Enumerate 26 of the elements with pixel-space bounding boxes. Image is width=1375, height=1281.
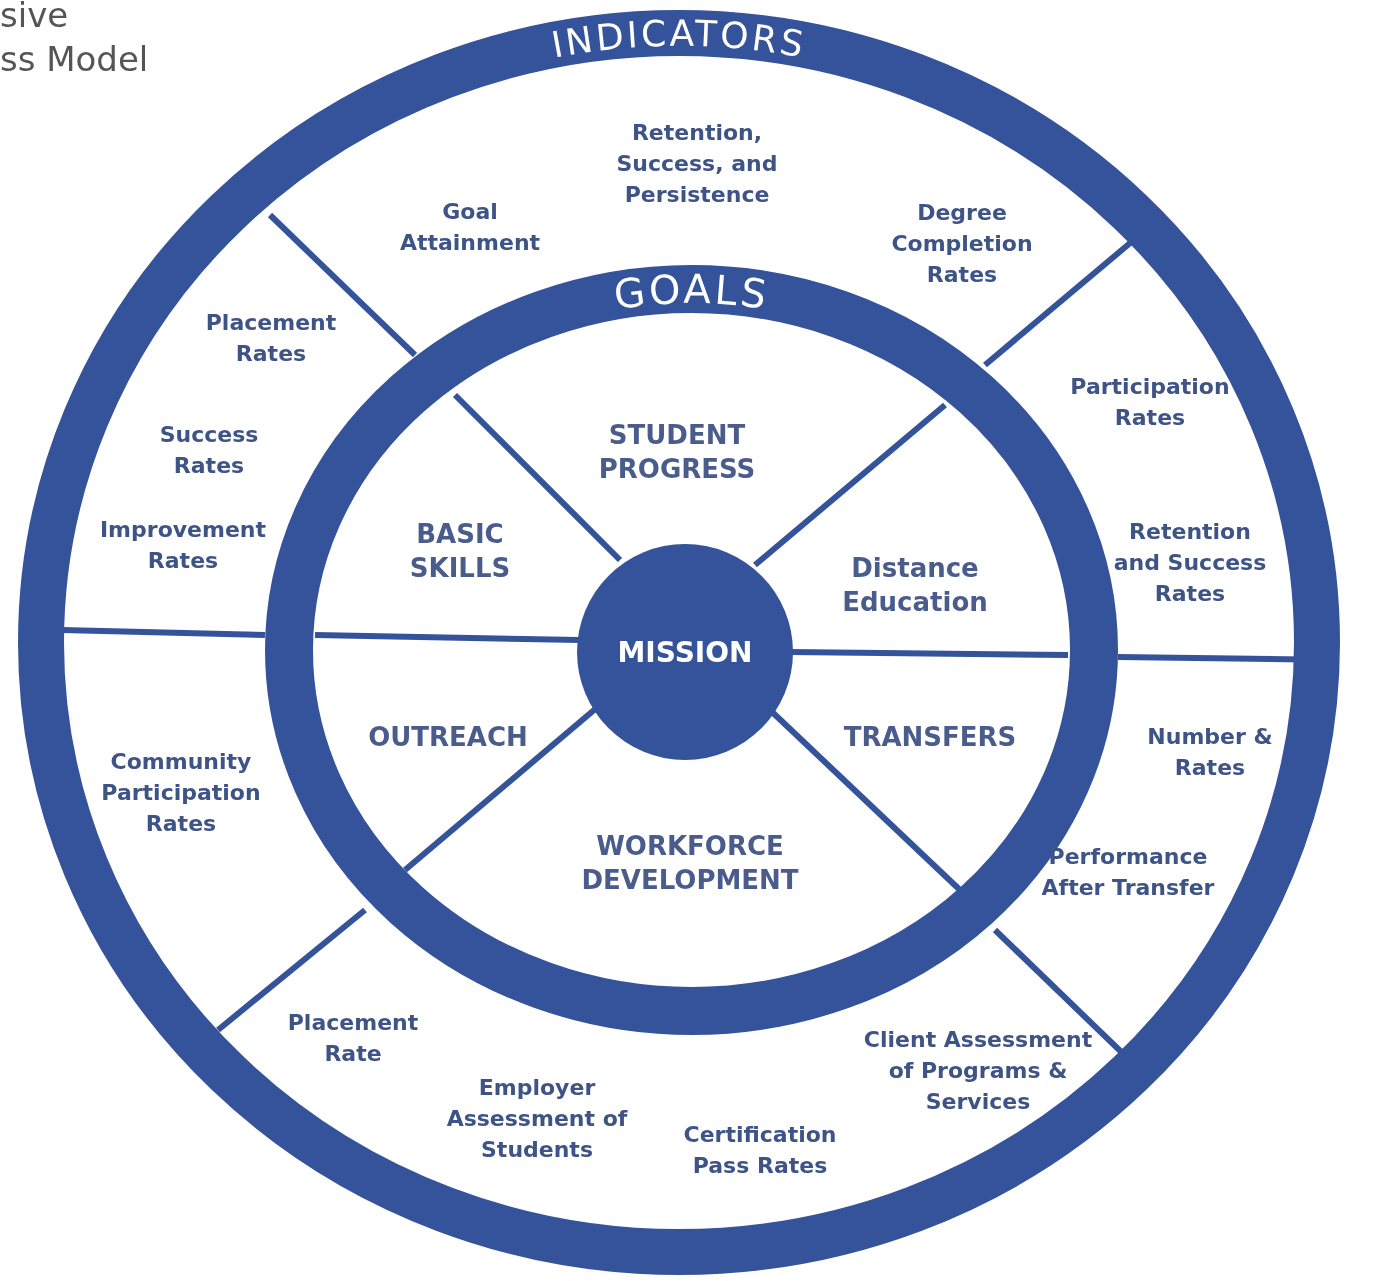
indicator-label: Participation Rates: [1069, 373, 1231, 432]
indicator-label: Placement Rates: [204, 309, 338, 368]
indicator-label: Success Rates: [158, 421, 260, 480]
indicator-label: Performance After Transfer: [1040, 843, 1216, 902]
indicator-label: Retention, Success, and Persistence: [615, 118, 779, 209]
goal-label: STUDENT PROGRESS: [597, 419, 757, 486]
indicator-label: Client Assessment of Programs & Services: [862, 1025, 1094, 1116]
indicator-label: Number & Rates: [1146, 723, 1274, 782]
indicator-label: Improvement Rates: [98, 516, 268, 575]
title-fragment: sive: [0, 0, 69, 36]
indicator-label: Employer Assessment of Students: [445, 1073, 629, 1164]
goal-label: TRANSFERS: [842, 721, 1018, 754]
goal-label: WORKFORCE DEVELOPMENT: [580, 830, 800, 897]
indicator-label: Degree Completion Rates: [890, 198, 1034, 289]
indicator-label: Community Participation Rates: [100, 747, 262, 838]
mission-circle: MISSION: [577, 544, 793, 760]
ring-title: GOALS: [611, 265, 773, 319]
indicator-label: Goal Attainment: [398, 198, 542, 257]
ring-title: INDICATORS: [548, 12, 810, 66]
goal-label: OUTREACH: [367, 721, 529, 754]
goal-label: Distance Education: [841, 552, 989, 619]
indicator-label: Placement Rate: [286, 1009, 420, 1068]
title-fragment: ss Model: [0, 38, 149, 80]
indicator-label: Retention and Success Rates: [1112, 517, 1268, 608]
indicator-label: Certification Pass Rates: [682, 1121, 838, 1180]
goal-label: BASIC SKILLS: [408, 518, 512, 585]
